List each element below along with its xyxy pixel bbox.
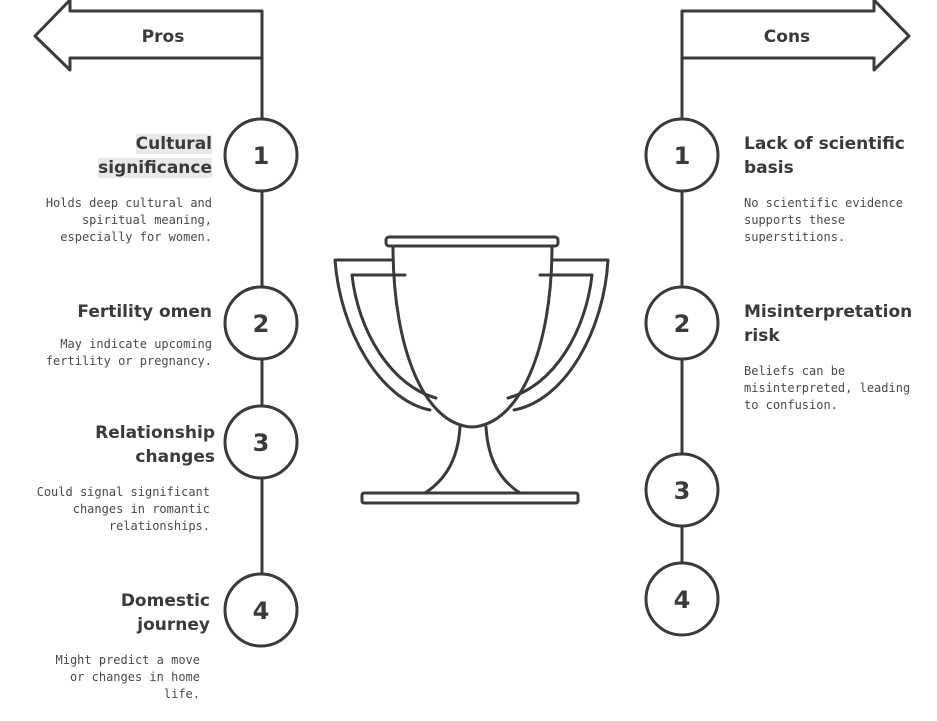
cons-step-3-number: 3 [674,477,691,505]
cons-step-4-circle [644,561,720,637]
pros-step-4-circle [223,572,299,648]
cons-step-3-circle [644,452,720,528]
cons-step-1-circle [644,117,720,193]
pros-step-1-number: 1 [253,142,270,170]
cons-item-1-description: No scientific evidence supports these su… [744,196,903,244]
pros-step-1-circle [223,117,299,193]
pros-item-1-description: Holds deep cultural and spiritual meanin… [45,196,212,244]
cons-item-2-title: Misinterpretation risk [744,302,913,346]
pros-header: Pros [142,27,185,47]
cons-step-1-number: 1 [674,142,691,170]
pros-step-4-number: 4 [253,597,270,625]
pros-item-2-title: Fertility omen [77,302,212,322]
pros-item-1-title: Cultural significance [98,134,212,178]
cons-step-2-number: 2 [674,310,691,338]
cons-step-4-number: 4 [674,586,691,614]
pros-step-2-number: 2 [253,310,270,338]
cons-item-1-title: Lack of scientific basis [744,134,905,178]
cons-header: Cons [764,27,810,47]
pros-item-3-description: Could signal significant changes in roma… [36,485,210,533]
cons-step-2-circle [644,285,720,361]
pros-item-2-description: May indicate upcoming fertility or pregn… [45,337,212,368]
pros-item-4-description: Might predict a move or changes in home … [55,653,201,701]
pros-step-3-circle [223,404,299,480]
cons-item-2-description: Beliefs can be misinterpreted, leading t… [744,364,911,412]
pros-item-4-title: Domestic journey [120,591,210,635]
right-arrow-sign-icon [680,0,911,72]
pros-item-3-title: Relationship changes [95,423,215,467]
trophy-icon [333,235,610,505]
pros-step-3-number: 3 [253,429,270,457]
left-arrow-sign-icon [33,0,264,72]
pros-step-2-circle [223,285,299,361]
